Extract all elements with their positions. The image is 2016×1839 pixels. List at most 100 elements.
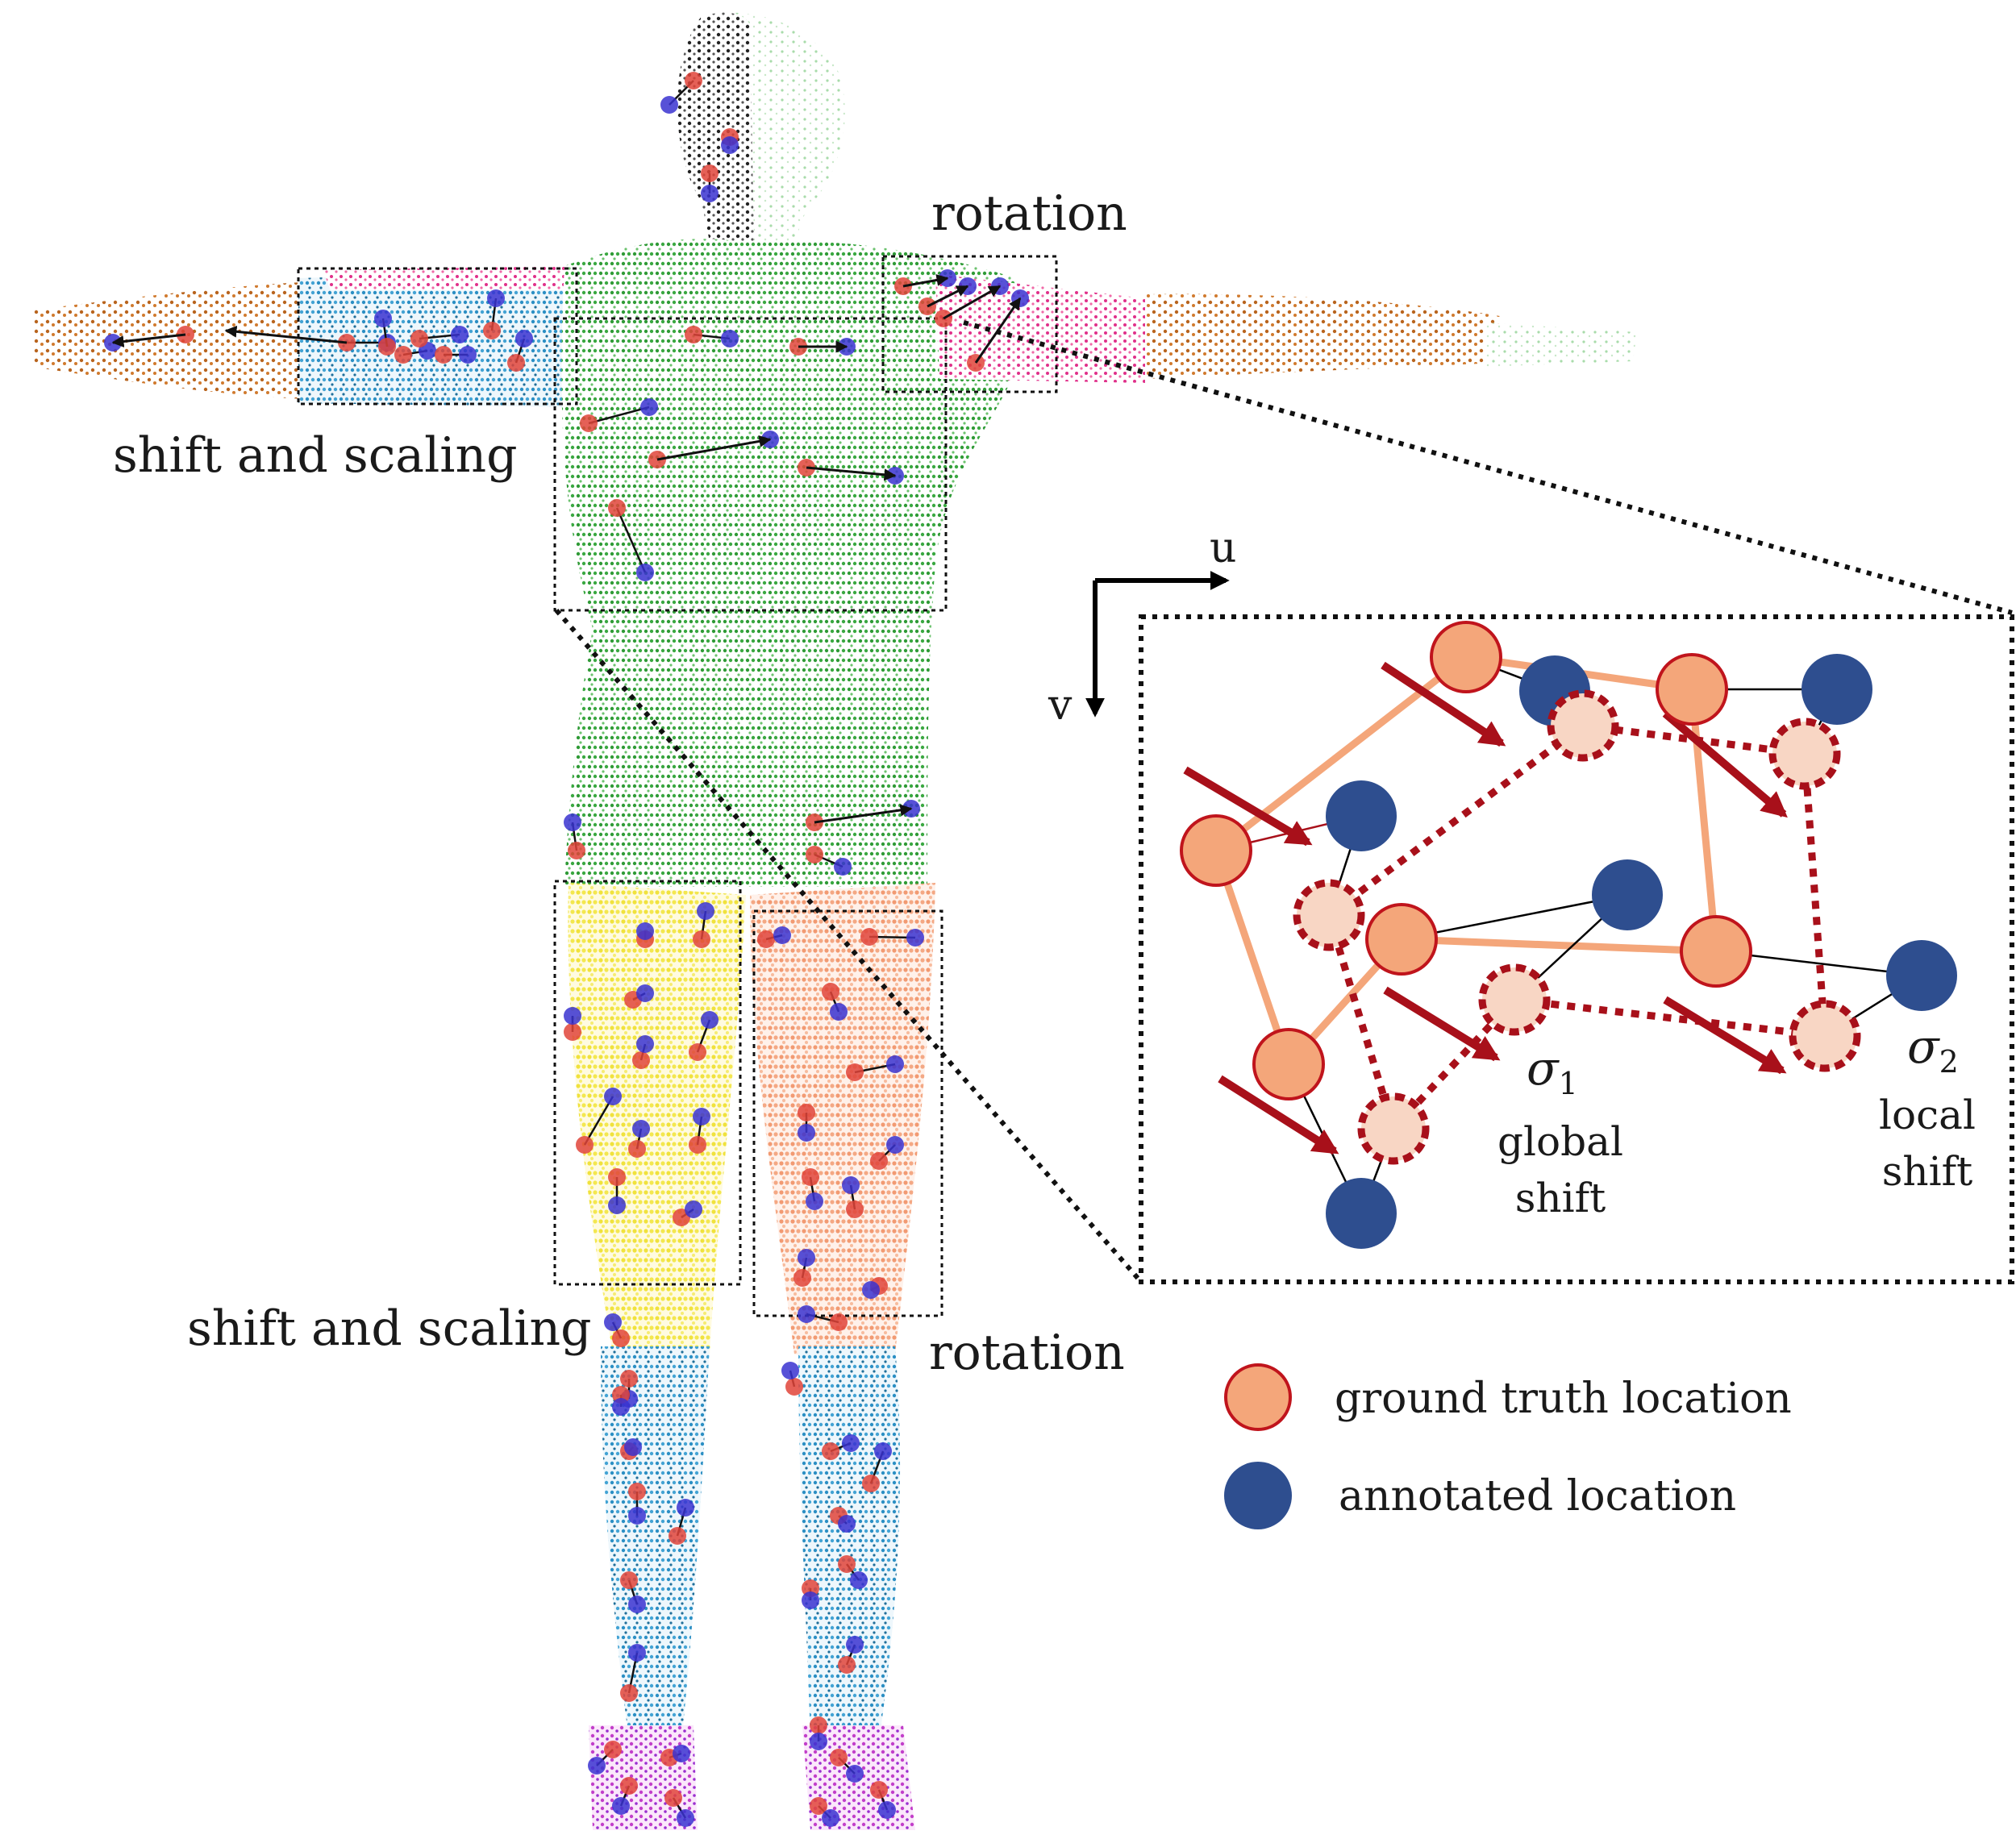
ground-truth-nodes xyxy=(1181,622,1751,1099)
annotated-keypoint xyxy=(612,1398,630,1416)
annotated-keypoint xyxy=(604,1088,622,1105)
ground-truth-keypoint xyxy=(860,928,878,946)
shifted-node xyxy=(1297,883,1361,947)
ground-truth-keypoint xyxy=(664,1789,682,1807)
ground-truth-keypoint xyxy=(604,1741,622,1758)
annotated-keypoint xyxy=(677,1499,694,1517)
legend-item-ground-truth: ground truth location xyxy=(1226,1365,1792,1429)
annotated-keypoint xyxy=(862,1281,880,1299)
annotated-keypoint xyxy=(374,310,392,327)
keypoint-pair xyxy=(802,1579,819,1609)
ground-truth-keypoint xyxy=(830,1313,848,1331)
ground-truth-keypoint xyxy=(810,1716,827,1734)
annotated-keypoint xyxy=(802,1591,819,1609)
annotated-keypoint xyxy=(564,813,581,831)
ground-truth-keypoint xyxy=(564,1023,581,1041)
ground-truth-node xyxy=(1431,622,1501,692)
annotated-keypoint xyxy=(834,858,852,876)
ground-truth-keypoint xyxy=(568,842,585,859)
annotated-keypoint xyxy=(459,346,477,364)
ground-truth-keypoint xyxy=(689,1043,706,1061)
shift-arrow xyxy=(1665,1000,1782,1071)
annotated-keypoint xyxy=(640,398,658,416)
annotated-keypoint xyxy=(798,1249,815,1267)
annotated-keypoint xyxy=(588,1757,606,1775)
annotated-keypoint xyxy=(564,1007,581,1025)
ground-truth-keypoint xyxy=(757,930,775,948)
hand-right-region xyxy=(1484,322,1637,367)
annotated-keypoint xyxy=(693,1108,710,1125)
ground-truth-keypoint xyxy=(785,1378,803,1396)
v-axis-label: v xyxy=(1048,681,1073,730)
annotated-keypoint xyxy=(773,926,791,944)
ground-truth-keypoint xyxy=(685,72,702,89)
global-shift-label-line1: global xyxy=(1497,1118,1623,1165)
annotated-keypoint xyxy=(838,1515,856,1533)
ground-truth-keypoint xyxy=(620,1370,638,1388)
annotated-node xyxy=(1886,940,1957,1011)
label-rotation-bottom: rotation xyxy=(929,1325,1125,1381)
ground-truth-keypoint xyxy=(701,164,719,182)
annotated-keypoint xyxy=(701,1011,719,1029)
annotated-keypoint xyxy=(842,1176,860,1194)
annotated-keypoint xyxy=(628,1596,646,1613)
annotated-keypoint xyxy=(874,1442,892,1460)
annotated-keypoint xyxy=(822,1809,839,1827)
ground-truth-node xyxy=(1367,905,1436,974)
ground-truth-keypoint xyxy=(870,1781,888,1799)
u-axis-label: u xyxy=(1210,524,1237,572)
shin-right-region xyxy=(798,1346,900,1741)
ground-truth-keypoint xyxy=(410,330,428,347)
forearm-right-region xyxy=(1145,294,1500,379)
legend: ground truth location annotated location xyxy=(1224,1365,1792,1529)
annotated-keypoint xyxy=(612,1797,630,1815)
annotated-keypoint xyxy=(628,1644,646,1662)
annotated-keypoint xyxy=(721,136,739,154)
ground-truth-node xyxy=(1181,816,1251,885)
annotated-node xyxy=(1801,654,1872,725)
ground-truth-keypoint xyxy=(806,846,823,863)
ground-truth-keypoint xyxy=(620,1684,638,1702)
annotated-keypoint xyxy=(604,1313,622,1331)
ground-truth-keypoint xyxy=(612,1329,630,1347)
ground-truth-node xyxy=(1681,917,1751,986)
annotated-node xyxy=(1592,859,1663,930)
ground-truth-keypoint xyxy=(483,322,501,339)
forearm-left-region xyxy=(32,282,306,399)
annotated-keypoint xyxy=(487,289,505,307)
annotated-keypoint xyxy=(721,330,739,347)
sigma1-label: σ1 xyxy=(1527,1041,1578,1101)
sigma2-label: σ2 xyxy=(1907,1019,1959,1080)
shifted-node xyxy=(1793,1004,1857,1068)
thigh-right-region xyxy=(750,883,935,1354)
annotated-keypoint xyxy=(673,1745,690,1762)
ground-truth-keypoint xyxy=(862,1475,880,1492)
annotated-keypoint xyxy=(830,1003,848,1021)
annotated-keypoint xyxy=(806,1192,823,1210)
annotated-keypoint xyxy=(842,1434,860,1452)
ground-truth-keypoint xyxy=(608,1168,626,1186)
legend-ground-truth-label: ground truth location xyxy=(1335,1375,1792,1423)
legend-item-annotated: annotated location xyxy=(1224,1462,1736,1529)
ground-truth-keypoint xyxy=(669,1527,686,1545)
ground-truth-keypoint xyxy=(802,1168,819,1186)
keypoint-pair xyxy=(612,1386,630,1416)
annotated-keypoint xyxy=(878,1801,896,1819)
shift-arrow xyxy=(1665,714,1784,814)
ground-truth-keypoint xyxy=(628,1140,646,1158)
inset-diagram: u v xyxy=(1048,524,2012,1282)
annotated-keypoint xyxy=(632,1120,650,1138)
local-shift-label-line1: local xyxy=(1879,1092,1976,1138)
annotated-keypoint xyxy=(636,922,654,940)
ground-truth-keypoint xyxy=(798,1104,815,1121)
annotated-keypoint xyxy=(781,1362,799,1379)
annotated-keypoint xyxy=(624,1438,642,1456)
legend-annotated-label: annotated location xyxy=(1339,1472,1736,1521)
ground-truth-keypoint xyxy=(830,1749,848,1766)
annotated-keypoint xyxy=(628,1507,646,1525)
ground-truth-keypoint xyxy=(822,1442,839,1460)
annotated-keypoint xyxy=(846,1636,864,1654)
annotated-keypoint xyxy=(846,1765,864,1783)
shifted-node xyxy=(1772,722,1837,786)
